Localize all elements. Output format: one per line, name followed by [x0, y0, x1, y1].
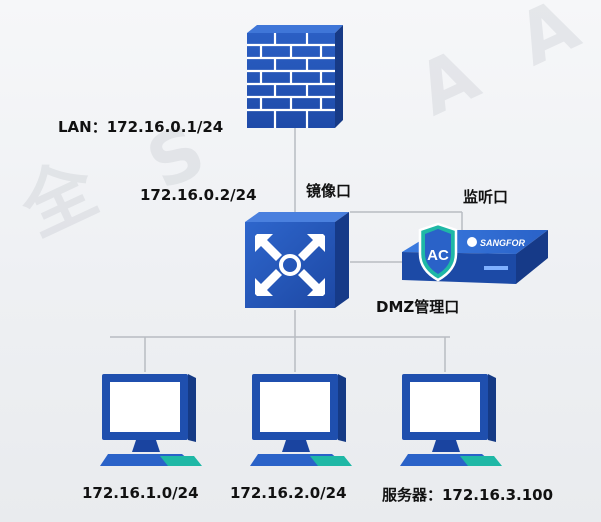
- lan-label: LAN：172.16.0.1/24: [58, 118, 224, 136]
- ac-device-icon[interactable]: AC SANGFOR: [398, 222, 550, 292]
- firewall-ip-label: 172.16.0.2/24: [140, 186, 257, 204]
- mirror-port-label: 镜像口: [306, 182, 352, 200]
- pc-2-icon[interactable]: [248, 372, 354, 470]
- pc-1-icon[interactable]: [98, 372, 204, 470]
- server-label: 服务器：172.16.3.100: [382, 486, 554, 504]
- pc-1-label: 172.16.1.0/24: [82, 484, 199, 502]
- switch-icon[interactable]: [243, 210, 353, 310]
- server-pc-icon[interactable]: [398, 372, 504, 470]
- pc-2-label: 172.16.2.0/24: [230, 484, 347, 502]
- listen-port-label: 监听口: [463, 188, 509, 206]
- ac-badge-text: AC: [427, 247, 449, 264]
- ac-brand-text: SANGFOR: [480, 238, 526, 248]
- dmz-port-label: DMZ管理口: [376, 298, 460, 316]
- firewall-icon[interactable]: [245, 25, 345, 130]
